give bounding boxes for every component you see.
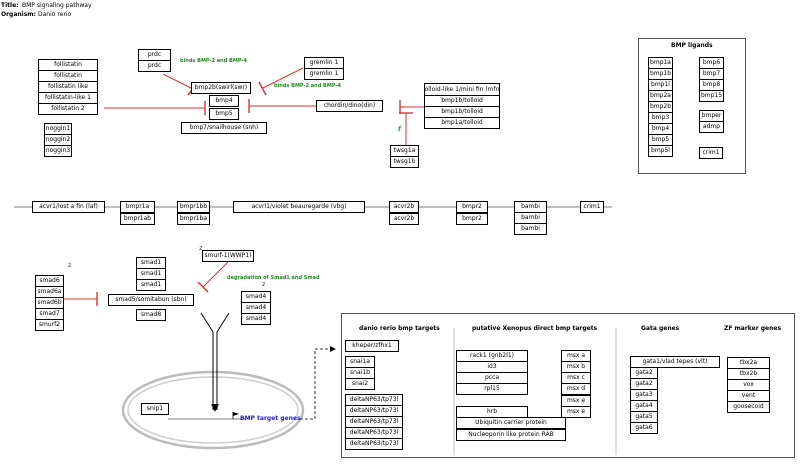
bmp-ligand-box[interactable]: bmp5l: [648, 145, 673, 157]
gremlin-box[interactable]: gremlin 1: [304, 68, 344, 80]
follistatin-box[interactable]: follistatin: [38, 59, 98, 71]
organism-value: Danio rerio: [38, 11, 72, 18]
title-label: Title:: [1, 2, 19, 9]
danio-targets-title: danio rerio bmp targets: [359, 325, 440, 332]
smad-inhibitor-box[interactable]: smad6b: [35, 297, 64, 309]
binds-note-1: binds BMP-2 and BMP-4: [180, 58, 247, 64]
chordin-box[interactable]: chordin/dino(din): [316, 100, 383, 112]
smad8-box[interactable]: smad8: [136, 309, 166, 321]
binds-note-2: binds BMP-2 and BMP-4: [274, 83, 341, 89]
gremlin-inhibit-bar: [258, 81, 267, 96]
receptor-box[interactable]: bmpr2: [456, 201, 488, 213]
receptor-box[interactable]: bmpr2: [456, 213, 488, 225]
twsg-box[interactable]: twsg1b: [390, 156, 419, 168]
superscript-b: 2: [199, 246, 203, 252]
bmp7-box[interactable]: bmp7/snailhouse (snh): [181, 122, 267, 134]
gata-box[interactable]: gata6: [630, 422, 658, 434]
smurf-inhibit-bar: [197, 281, 209, 293]
superscript-c: 2: [262, 282, 266, 288]
danio-target-box[interactable]: deltaNP63/tp73l: [345, 438, 403, 450]
snip1-box[interactable]: snip1: [141, 403, 169, 415]
xenopus-target-box[interactable]: rpl15: [456, 383, 528, 395]
smurf-inhibit-line: [202, 261, 229, 288]
gata-genes-title: Gata genes: [641, 325, 680, 332]
receptor-box[interactable]: acvrl1/violet beauregarde (vbg): [233, 201, 365, 213]
follistatin-box[interactable]: follistatin 2: [38, 103, 98, 115]
bmp-ligand-box[interactable]: bmp15: [699, 90, 724, 102]
targets-dashed-arrowhead: [330, 346, 336, 352]
bmp5-box[interactable]: bmp5: [209, 108, 239, 120]
msx-box[interactable]: msx d: [561, 383, 591, 395]
gene-marker-arrow: [233, 412, 239, 416]
zf-marker-genes-title: ZF marker genes: [724, 325, 782, 332]
receptor-box[interactable]: bmpr1a: [120, 201, 155, 213]
danio-target-box[interactable]: snai2: [345, 378, 375, 390]
receptor-box[interactable]: acvr2b: [389, 201, 419, 213]
nucleoporin-box[interactable]: Nucleoporin like protein RAB: [456, 429, 566, 441]
receptor-box[interactable]: bmpr1ba: [177, 213, 210, 225]
bmp-ligand-box[interactable]: admp: [699, 121, 724, 133]
organism-label: Organism:: [1, 11, 36, 18]
danio-target-box[interactable]: kheper/zfhx1: [345, 340, 399, 352]
receptor-box[interactable]: bmpr1bb: [177, 201, 210, 213]
receptor-box[interactable]: bmpr1ab: [120, 213, 155, 225]
ubiquitin-box[interactable]: Ubiquitin carrier protein: [456, 417, 566, 429]
receptor-box[interactable]: acvr1/lost a fin (laf): [32, 201, 105, 213]
funnel-left-arm: [200, 312, 214, 333]
bmp2b-box[interactable]: bmp2b(swirl(swr): [191, 82, 251, 94]
receptor-box[interactable]: acvr2b: [389, 213, 419, 225]
tolloid-box[interactable]: bmp1a/tolloid: [424, 117, 500, 129]
smad1-box[interactable]: smad1: [136, 279, 166, 291]
xenopus-targets-title: putative Xenopus direct bmp targets: [472, 325, 598, 332]
gata-box[interactable]: gata1/vlad tepes (vlt): [630, 356, 720, 368]
bmp-target-genes-label[interactable]: BMP target genes: [240, 415, 301, 422]
msx-box[interactable]: msx c: [561, 372, 591, 384]
bmp-ligands-title: BMP ligands: [671, 42, 713, 49]
funnel-right-arm: [216, 312, 230, 333]
smurf-box[interactable]: smurf-1(WWP1): [202, 250, 254, 262]
f-label: f: [398, 126, 401, 133]
bmp4-box[interactable]: bmp4: [209, 95, 239, 107]
crim1-ligand-box[interactable]: crim1: [699, 147, 723, 159]
receptor-box[interactable]: bambi: [514, 201, 547, 213]
prdc-box[interactable]: prdc: [138, 60, 171, 72]
targets-panel: [341, 313, 795, 458]
noggin-box[interactable]: noggin3: [44, 145, 72, 157]
gremlin-inhibit-line: [262, 67, 304, 89]
zf-marker-box[interactable]: goosecoid: [727, 401, 770, 413]
receptor-box[interactable]: crim1: [580, 201, 604, 213]
prdc-inhibit-line: [162, 73, 194, 90]
title-value: BMP signaling pathway: [22, 2, 92, 9]
bmp-ligands-panel: [638, 38, 746, 174]
smad5-box[interactable]: smad5/somitabun (sbn): [108, 294, 194, 306]
smad4-box[interactable]: smad4: [241, 313, 271, 325]
superscript-a: 2: [68, 263, 72, 269]
targets-dashed-connector: [300, 348, 330, 420]
smad-inhibitor-box[interactable]: smurf2: [35, 319, 64, 331]
receptor-box[interactable]: bambi: [514, 223, 547, 235]
msx-box[interactable]: msx e: [561, 406, 591, 418]
nucleus-arrowhead: [211, 404, 219, 412]
degradation-note: degradation of Smad1 and Smad: [227, 275, 320, 281]
